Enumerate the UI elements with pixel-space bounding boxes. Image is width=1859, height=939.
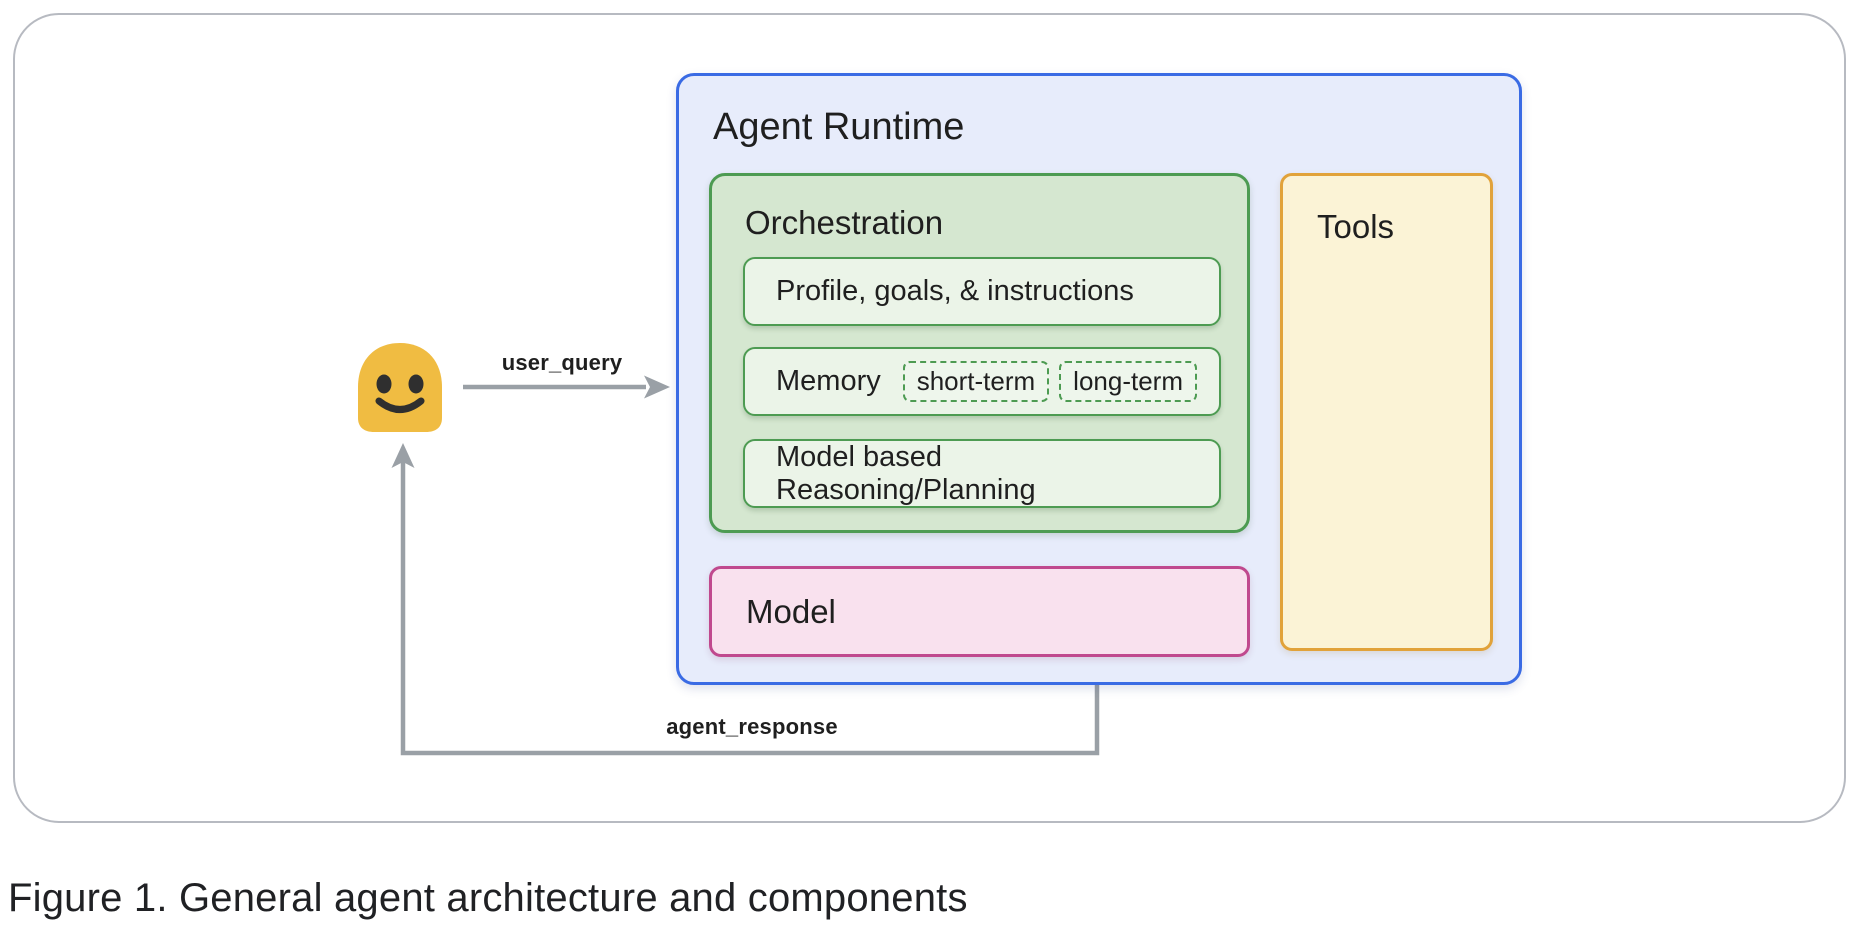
memory-label: Memory (776, 365, 881, 397)
memory-box: Memory short-term long-term (743, 347, 1221, 416)
user-query-label: user_query (501, 350, 623, 375)
long-term-memory-chip: long-term (1059, 361, 1197, 402)
orchestration-title: Orchestration (745, 204, 944, 241)
emoji-smile (375, 397, 425, 413)
short-term-memory-chip: short-term (902, 361, 1050, 402)
tools-title: Tools (1317, 208, 1395, 245)
orchestration-box: Orchestration Profile, goals, & instruct… (709, 173, 1250, 533)
profile-goals-instructions-box: Profile, goals, & instructions (743, 257, 1221, 326)
model-box: Model (709, 566, 1250, 657)
profile-goals-instructions-label: Profile, goals, & instructions (776, 275, 1134, 307)
tools-box: Tools (1280, 173, 1493, 651)
user-blob-emoji-icon (358, 343, 442, 432)
reasoning-planning-box: Model based Reasoning/Planning (743, 439, 1221, 508)
model-title: Model (746, 592, 836, 630)
agent-runtime-title: Agent Runtime (713, 106, 965, 148)
figure-caption: Figure 1. General agent architecture and… (8, 876, 968, 920)
memory-chip-group: short-term long-term (902, 361, 1197, 402)
emoji-right-eye (408, 374, 424, 394)
emoji-left-eye (376, 374, 392, 394)
agent-response-label: agent_response (666, 714, 838, 739)
reasoning-planning-label: Model based Reasoning/Planning (776, 440, 1036, 506)
agent-runtime-box: Agent Runtime Orchestration Profile, goa… (676, 73, 1522, 685)
